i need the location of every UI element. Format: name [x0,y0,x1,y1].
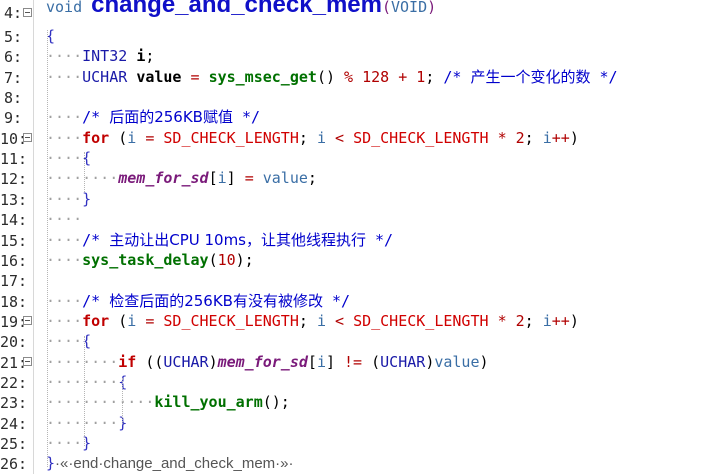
line-number: 26: [0,455,28,474]
fold-toggle-icon[interactable] [23,315,32,325]
code-line[interactable]: 5: { [0,26,713,46]
line-number: 23: [0,394,28,413]
line-number: 21: [0,353,28,372]
fold-toggle-icon[interactable] [23,132,32,142]
code-text: ············kill_you_arm(); [46,393,290,412]
code-text: ····/* 主动让出CPU 10ms，让其他线程执行 */ [46,230,394,249]
line-number: 18: [0,292,28,311]
line-number: 19: [0,312,28,331]
code-line[interactable]: 11: ····{ [0,148,713,168]
code-line[interactable]: 17: [0,270,713,290]
line-number: 8: [3,89,22,108]
code-text: ····} [46,189,92,208]
line-number-gutter [0,0,34,474]
fold-toggle-icon[interactable] [23,356,32,366]
code-line[interactable]: 4: void change_and_check_mem(VOID) [0,0,713,26]
line-number: 12: [0,170,28,189]
code-line[interactable]: 26: }·«·end·change_and_check_mem·»· [0,453,713,473]
code-text: ····for (i = SD_CHECK_LENGTH; i < SD_CHE… [46,311,579,330]
line-number: 13: [0,190,28,209]
code-text: ···· [46,210,83,229]
code-line[interactable]: 8: [0,87,713,107]
code-line[interactable]: 22: ········{ [0,372,713,392]
code-line[interactable]: 19: ····for (i = SD_CHECK_LENGTH; i < SD_… [0,311,713,331]
code-text: ········mem_for_sd[i] = value; [46,169,317,188]
code-text: ····/* 后面的256KB赋值 */ [46,108,261,127]
code-text: ····sys_task_delay(10); [46,250,254,269]
code-line[interactable]: 15: ····/* 主动让出CPU 10ms，让其他线程执行 */ [0,230,713,250]
line-number: 15: [0,231,28,250]
code-line[interactable]: 12: ········mem_for_sd[i] = value; [0,168,713,188]
line-number: 16: [0,251,28,270]
line-number: 14: [0,211,28,230]
indent-guide [84,336,86,446]
code-text: ····for (i = SD_CHECK_LENGTH; i < SD_CHE… [46,128,579,147]
code-line[interactable]: 23: ············kill_you_arm(); [0,392,713,412]
code-text: ····UCHAR value = sys_msec_get() % 128 +… [46,67,618,86]
line-number: 7: [3,68,22,87]
code-text: ········} [46,413,128,432]
code-line[interactable]: 6: ····INT32 i; [0,46,713,66]
line-number: 25: [0,435,28,453]
code-line[interactable]: 21: ········if ((UCHAR)mem_for_sd[i] != (… [0,352,713,372]
line-number: 4: [3,4,22,22]
line-number: 11: [0,150,28,169]
line-number: 9: [3,109,22,128]
gutter-separator [33,0,34,474]
code-text: { [46,27,56,45]
code-text: ····/* 检查后面的256KB有没有被修改 */ [46,291,351,310]
code-line[interactable]: 18: ····/* 检查后面的256KB有没有被修改 */ [0,291,713,311]
line-number: 6: [3,48,22,67]
line-number: 17: [0,272,28,291]
code-text: ········{ [46,372,128,391]
code-line[interactable]: 9: ····/* 后面的256KB赋值 */ [0,107,713,127]
code-line[interactable]: 14: ···· [0,209,713,229]
line-number: 22: [0,373,28,392]
line-number: 5: [3,28,22,46]
code-line[interactable]: 7: ····UCHAR value = sys_msec_get() % 128… [0,67,713,87]
line-number: 24: [0,414,28,433]
indent-guide [84,152,86,192]
code-text: ····INT32 i; [46,47,155,66]
indent-guide [122,378,124,424]
code-line[interactable]: 24: ········} [0,413,713,433]
code-text: ········if ((UCHAR)mem_for_sd[i] != (UCH… [46,352,489,371]
indent-guide [47,30,49,467]
line-number: 20: [0,333,28,352]
code-text: void change_and_check_mem(VOID) [46,0,437,18]
code-line[interactable]: 10: ····for (i = SD_CHECK_LENGTH; i < SD_… [0,128,713,148]
code-line[interactable]: 20: ····{ [0,331,713,351]
fold-toggle-icon[interactable] [23,8,32,17]
code-text: ····} [46,434,92,452]
code-text: ····{ [46,332,92,351]
code-line[interactable]: 13: ····} [0,189,713,209]
line-number: 10: [0,129,28,148]
code-line[interactable]: 16: ····sys_task_delay(10); [0,250,713,270]
code-text: ····{ [46,149,92,168]
code-text: }·«·end·change_and_check_mem·»· [46,454,294,473]
code-line[interactable]: 25: ····} [0,433,713,453]
